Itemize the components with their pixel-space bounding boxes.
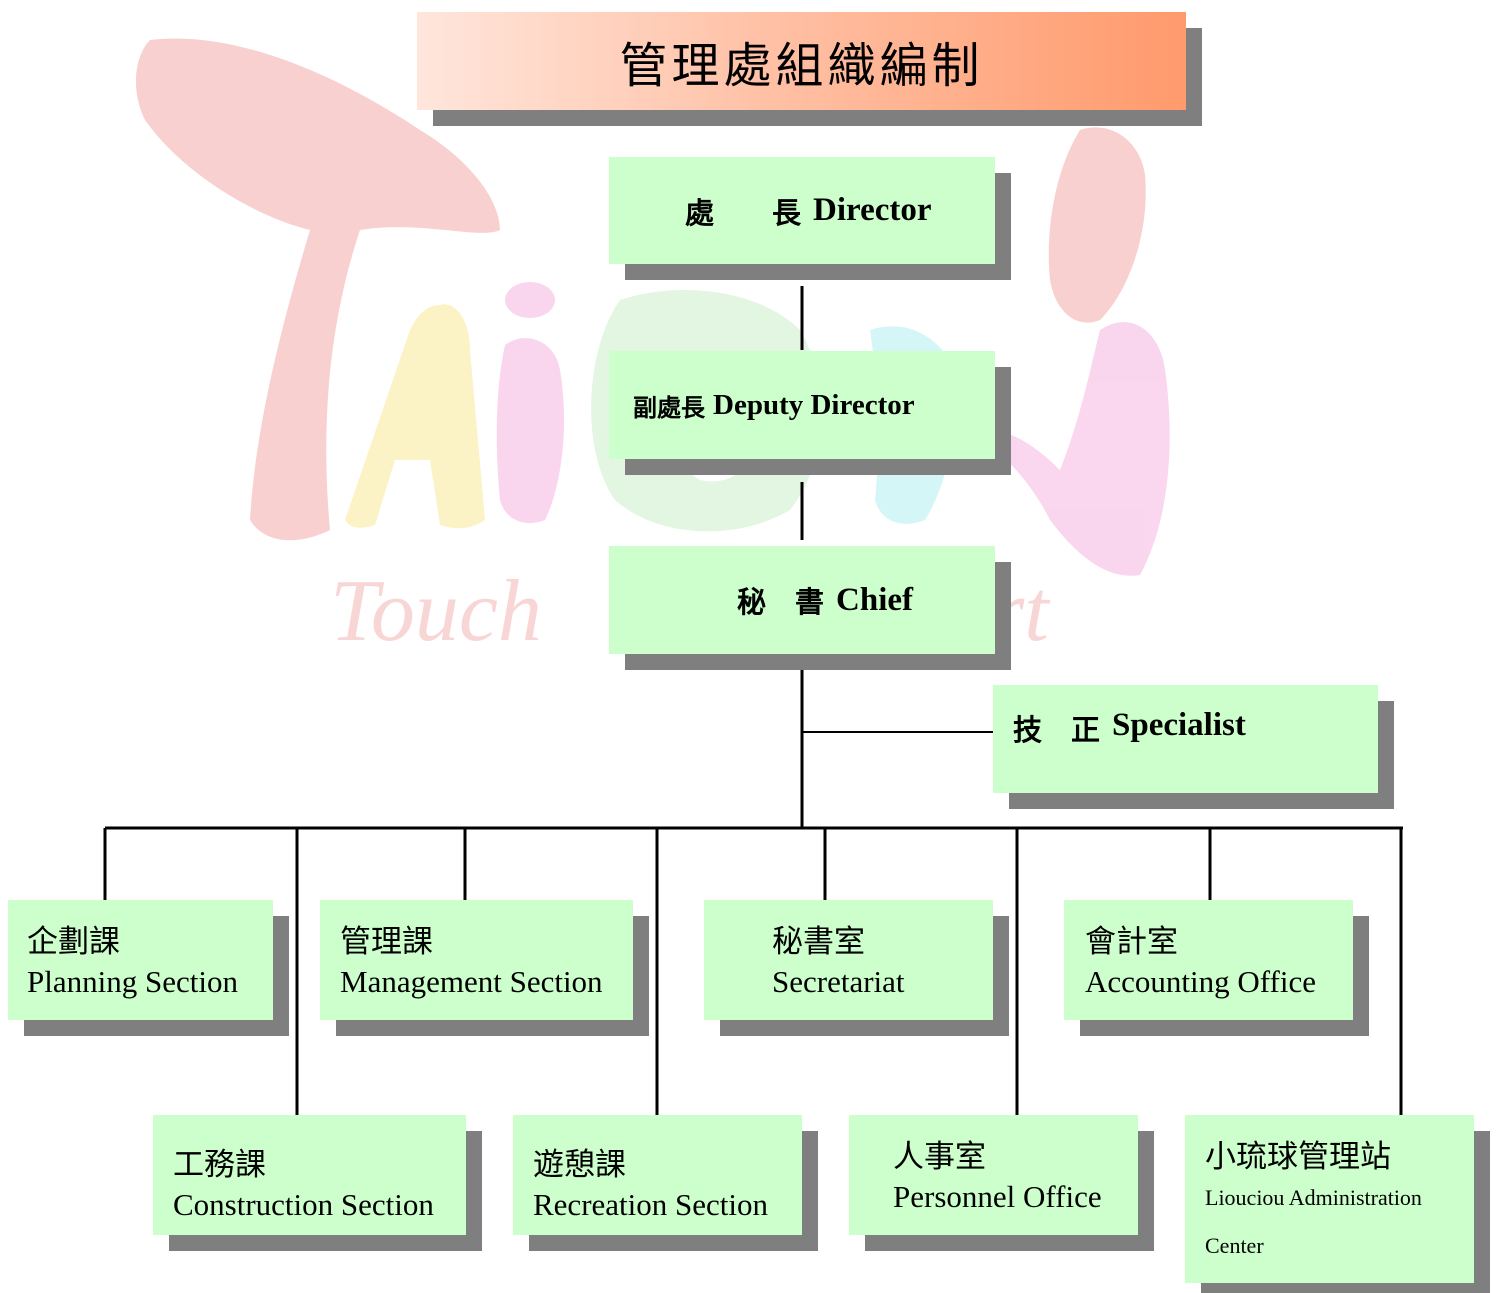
unit-zh-label: 秘書室	[772, 924, 865, 960]
unit-zh-label: 小琉球管理站	[1205, 1139, 1391, 1175]
unit-en-label: Planning Section	[27, 964, 238, 999]
unit-zh-label: 工務課	[173, 1147, 266, 1183]
unit-zh-label: 管理課	[340, 924, 433, 960]
unit-recreation: 遊憩課 Recreation Section	[513, 1115, 802, 1235]
deputy-director-box: 副處長 Deputy Director	[609, 351, 995, 459]
unit-personnel: 人事室 Personnel Office	[849, 1115, 1138, 1235]
svg-text:Touch: Touch	[330, 563, 542, 660]
unit-accounting: 會計室 Accounting Office	[1064, 900, 1353, 1020]
unit-en-label-line2: Center	[1205, 1233, 1264, 1258]
unit-en-label: Construction Section	[173, 1187, 434, 1222]
unit-en-label: Recreation Section	[533, 1187, 768, 1222]
deputy-director-zh-label: 副處長	[633, 395, 705, 422]
director-box: 處 長 Director	[609, 157, 995, 264]
unit-en-label: Secretariat	[772, 964, 905, 999]
specialist-box: 技 正 Specialist	[993, 685, 1378, 793]
chief-zh-label: 秘 書	[737, 587, 825, 619]
chief-box: 秘 書 Chief	[609, 546, 995, 654]
unit-zh-label: 人事室	[893, 1139, 986, 1175]
unit-en-label-line1: Liouciou Administration	[1205, 1185, 1422, 1210]
unit-secretariat: 秘書室 Secretariat	[704, 900, 993, 1020]
unit-zh-label: 會計室	[1085, 924, 1178, 960]
unit-planning: 企劃課 Planning Section	[8, 900, 273, 1020]
unit-liouciou-station: 小琉球管理站 Liouciou Administration Center	[1185, 1115, 1474, 1283]
specialist-zh-label: 技 正	[1013, 715, 1101, 747]
specialist-en-label: Specialist	[1112, 707, 1246, 743]
unit-en-label: Personnel Office	[893, 1179, 1102, 1214]
unit-en-label: Management Section	[340, 964, 603, 999]
chief-en-label: Chief	[836, 581, 914, 618]
unit-management: 管理課 Management Section	[320, 900, 633, 1020]
page-title: 管理處組織編制	[417, 12, 1186, 110]
director-en-label: Director	[813, 192, 932, 228]
unit-en-label: Accounting Office	[1085, 964, 1316, 999]
svg-text:rt: rt	[990, 563, 1051, 660]
deputy-director-en-label: Deputy Director	[713, 388, 915, 421]
unit-zh-label: 遊憩課	[533, 1147, 626, 1183]
unit-construction: 工務課 Construction Section	[153, 1115, 466, 1235]
director-zh-label: 處 長	[685, 197, 802, 230]
unit-zh-label: 企劃課	[27, 924, 120, 960]
